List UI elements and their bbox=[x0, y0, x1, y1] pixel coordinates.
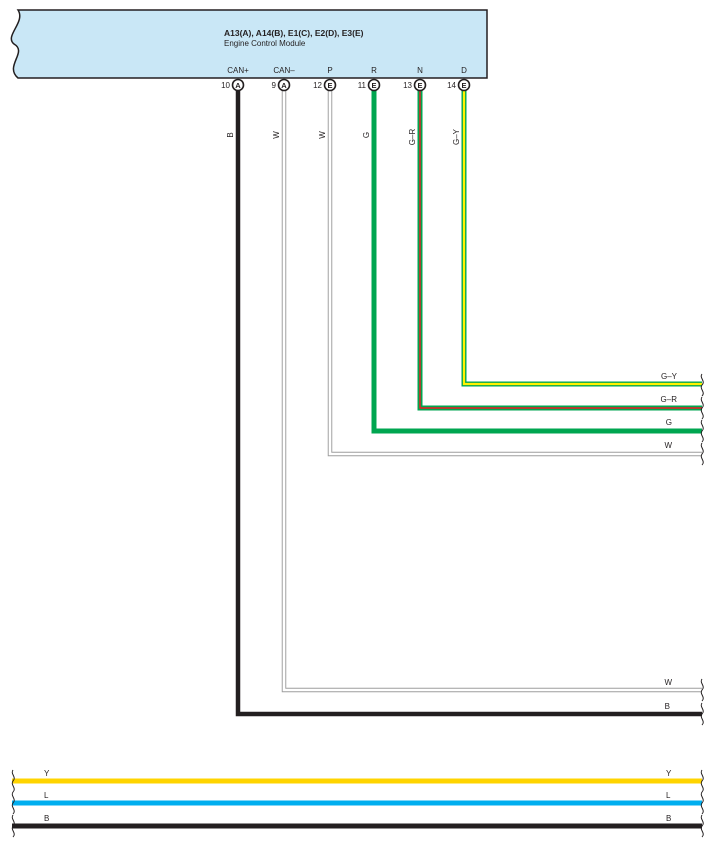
connector-letter: E bbox=[417, 81, 422, 90]
engine-control-module: A13(A), A14(B), E1(C), E2(D), E3(E) Engi… bbox=[10, 9, 488, 79]
terminal-signal: D bbox=[461, 66, 467, 75]
wire-end-label: G bbox=[666, 418, 672, 427]
wire-color-label: B bbox=[226, 132, 235, 137]
pin-number: 14 bbox=[447, 81, 456, 90]
wire-g-r bbox=[371, 90, 702, 434]
connector-letter: E bbox=[461, 81, 466, 90]
bottom-break-marks bbox=[11, 769, 704, 838]
wire-color-label: W bbox=[318, 131, 327, 139]
connector-letter: E bbox=[371, 81, 376, 90]
pin-circles bbox=[231, 78, 471, 92]
pin-number: 13 bbox=[403, 81, 412, 90]
connector-pin bbox=[231, 78, 245, 92]
terminal-signal: N bbox=[417, 66, 423, 75]
wire-w-p-core bbox=[328, 90, 702, 456]
wire-w-can-minus bbox=[281, 90, 702, 693]
connector-pin bbox=[323, 78, 337, 92]
wire-break-marks bbox=[700, 373, 704, 726]
connector-pin bbox=[277, 78, 291, 92]
wire-color-label: G bbox=[362, 132, 371, 138]
wire-w-p bbox=[327, 90, 702, 457]
module-body bbox=[10, 9, 488, 79]
connector-letter: A bbox=[235, 81, 241, 90]
wire-end-label: G–Y bbox=[661, 372, 678, 381]
wire-end-label: W bbox=[664, 441, 672, 450]
wire-g-r-n-stripe bbox=[419, 90, 702, 409]
pin-number: 11 bbox=[358, 81, 367, 90]
pin-number: 12 bbox=[313, 81, 322, 90]
connector-pin bbox=[457, 78, 471, 92]
module-name: Engine Control Module bbox=[224, 39, 306, 48]
bottom-wire-right-label: Y bbox=[666, 769, 672, 778]
bottom-wire-left-label: B bbox=[44, 814, 49, 823]
wire-g-y-d-stripe bbox=[462, 90, 702, 386]
wire-color-label: G–R bbox=[408, 129, 417, 146]
wire-color-label: W bbox=[272, 131, 281, 139]
pin-number: 10 bbox=[221, 81, 230, 90]
connector-letter: A bbox=[281, 81, 287, 90]
module-connectors: A13(A), A14(B), E1(C), E2(D), E3(E) bbox=[224, 28, 364, 38]
wire-end-label: B bbox=[665, 702, 670, 711]
wire-b-can-plus bbox=[235, 90, 702, 717]
bottom-wire-right-label: B bbox=[666, 814, 671, 823]
bottom-wire-right-label: L bbox=[666, 791, 671, 800]
pin-number: 9 bbox=[272, 81, 277, 90]
wire-w-can-minus-core bbox=[282, 90, 702, 692]
terminal-signal: R bbox=[371, 66, 377, 75]
terminal-signal: CAN+ bbox=[227, 66, 249, 75]
wire-end-label: G–R bbox=[661, 395, 678, 404]
wire-end-label: W bbox=[664, 678, 672, 687]
connector-pin bbox=[413, 78, 427, 92]
connector-pin bbox=[367, 78, 381, 92]
wire-g-y-d bbox=[461, 90, 702, 387]
bottom-wire-left-label: L bbox=[44, 791, 49, 800]
terminal-signal: P bbox=[327, 66, 332, 75]
wire-color-label: G–Y bbox=[452, 128, 461, 145]
connector-letter: E bbox=[327, 81, 332, 90]
bottom-wire-left-label: Y bbox=[44, 769, 50, 778]
terminal-signal: CAN– bbox=[273, 66, 295, 75]
